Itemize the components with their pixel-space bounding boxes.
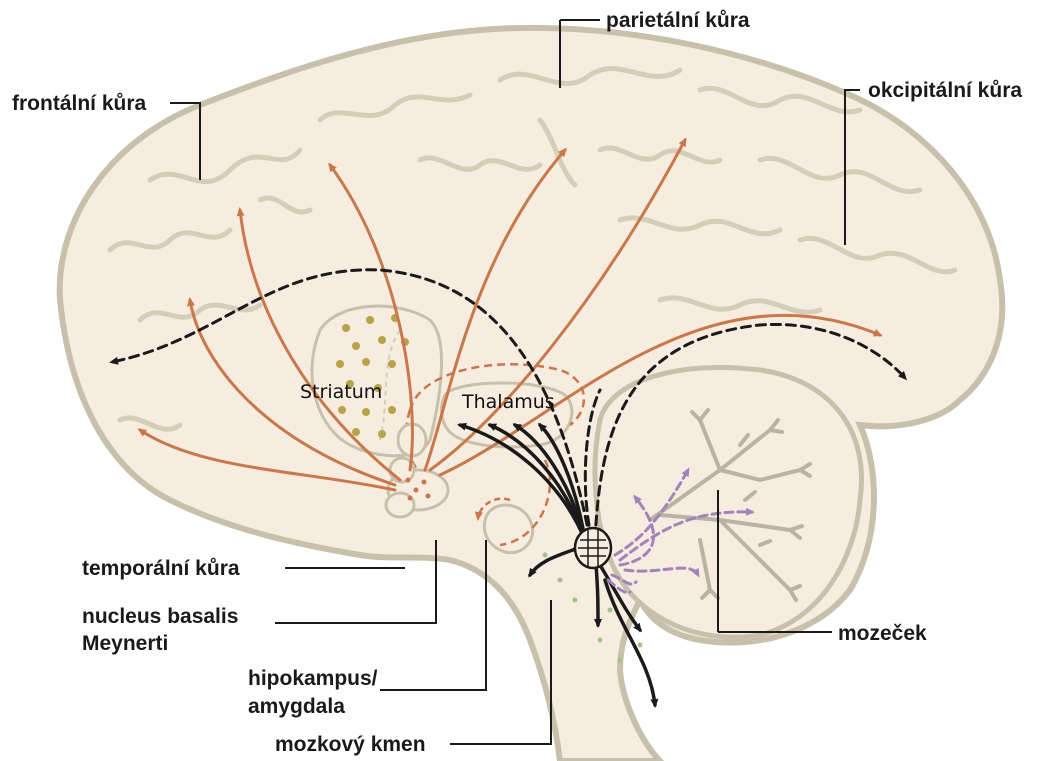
thalamus-label: Thalamus <box>461 391 555 413</box>
brainstem-nucleus <box>575 528 611 568</box>
label-hippo-line2: amygdala <box>248 695 345 718</box>
label-cerebellum: mozeček <box>838 622 927 645</box>
striatum-label: Striatum <box>300 381 382 403</box>
label-temporal: temporální kůra <box>82 557 240 580</box>
label-parietal: parietální kůra <box>606 9 750 32</box>
label-brainstem: mozkový kmen <box>275 733 426 756</box>
label-frontal: frontální kůra <box>12 92 147 115</box>
label-nucleus-line2: Meynerti <box>82 632 168 655</box>
label-occipital: okcipitální kůra <box>868 79 1022 102</box>
label-hippo-line1: hipokampus/ <box>248 667 378 690</box>
cerebellum <box>595 367 862 637</box>
label-nucleus-line1: nucleus basalis <box>82 605 238 628</box>
